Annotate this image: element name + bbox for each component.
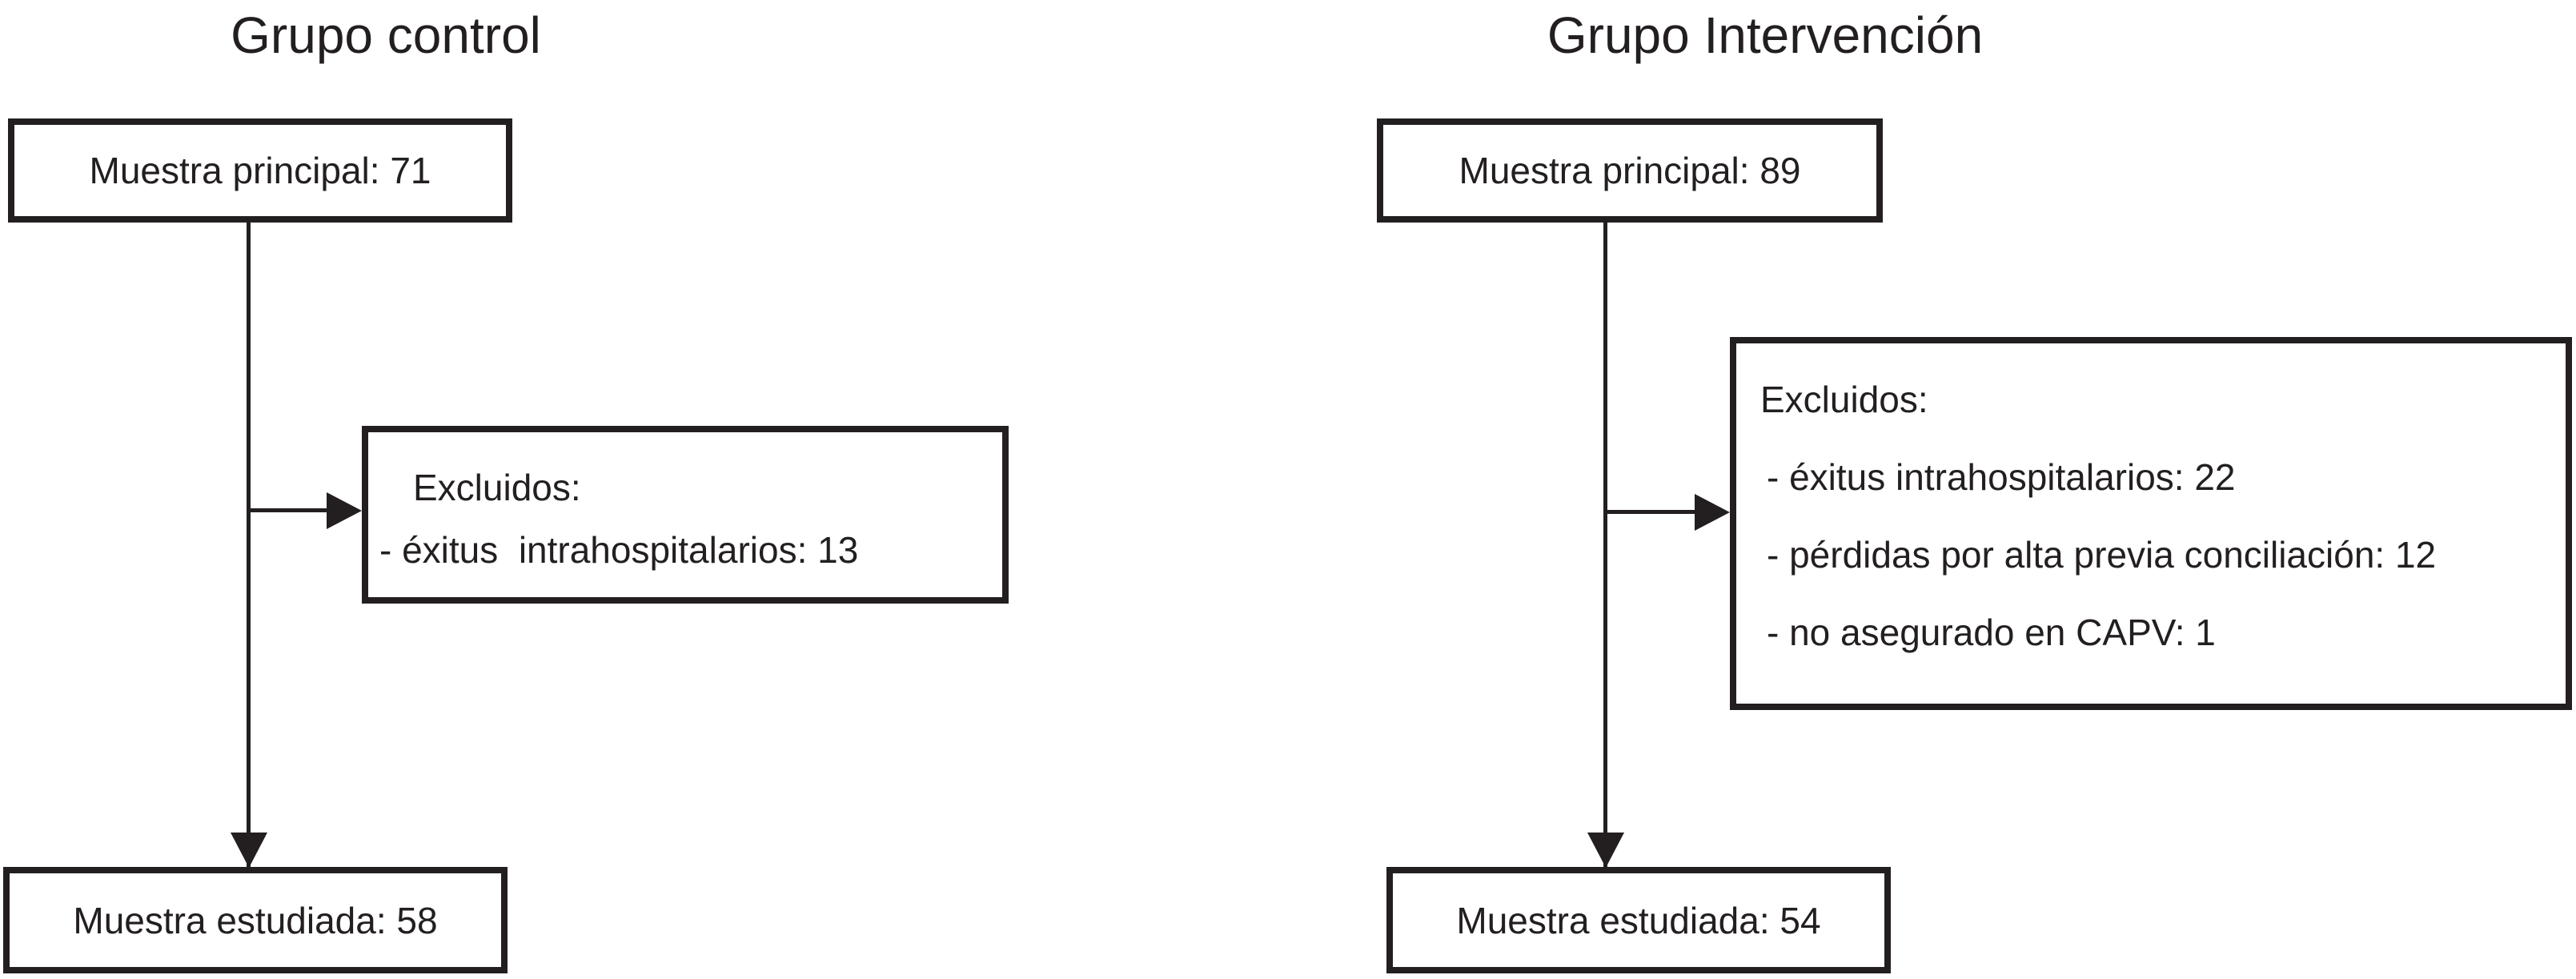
intervention-right-arrowhead-icon	[1695, 494, 1730, 531]
intervention-studied-sample-box: Muestra estudiada: 54	[1386, 867, 1891, 973]
intervention-down-arrowhead-icon	[1587, 833, 1624, 868]
intervention-excluded-item: - pérdidas por alta previa conciliación:…	[1767, 534, 2437, 576]
control-studied-sample-box: Muestra estudiada: 58	[3, 867, 508, 973]
control-excluded-item: - éxitus intrahospitalarios: 13	[379, 529, 859, 571]
control-branch-line	[248, 508, 328, 512]
intervention-excluded-item: - no asegurado en CAPV: 1	[1767, 612, 2216, 653]
control-main-sample-label: Muestra principal: 71	[89, 150, 431, 191]
intervention-main-sample-label: Muestra principal: 89	[1459, 150, 1801, 191]
control-right-arrowhead-icon	[327, 492, 362, 529]
intervention-excluded-item: - éxitus intrahospitalarios: 22	[1767, 456, 2236, 498]
intervention-excluded-box: Excluidos: - éxitus intrahospitalarios: …	[1730, 337, 2572, 710]
control-studied-sample-label: Muestra estudiada: 58	[73, 899, 438, 941]
control-excluded-box: Excluidos: - éxitus intrahospitalarios: …	[362, 426, 1009, 604]
control-excluded-header: Excluidos:	[413, 467, 581, 508]
control-down-arrowhead-icon	[231, 833, 267, 868]
intervention-excluded-header: Excluidos:	[1760, 379, 1928, 420]
control-main-sample-box: Muestra principal: 71	[8, 118, 512, 223]
intervention-branch-line	[1605, 510, 1697, 514]
control-group-title: Grupo control	[231, 6, 541, 64]
control-vertical-connector-line	[247, 222, 251, 868]
intervention-main-sample-box: Muestra principal: 89	[1377, 118, 1883, 223]
intervention-vertical-connector-line	[1603, 222, 1607, 868]
intervention-studied-sample-label: Muestra estudiada: 54	[1456, 899, 1821, 941]
intervention-group-title: Grupo Intervención	[1547, 6, 1984, 64]
